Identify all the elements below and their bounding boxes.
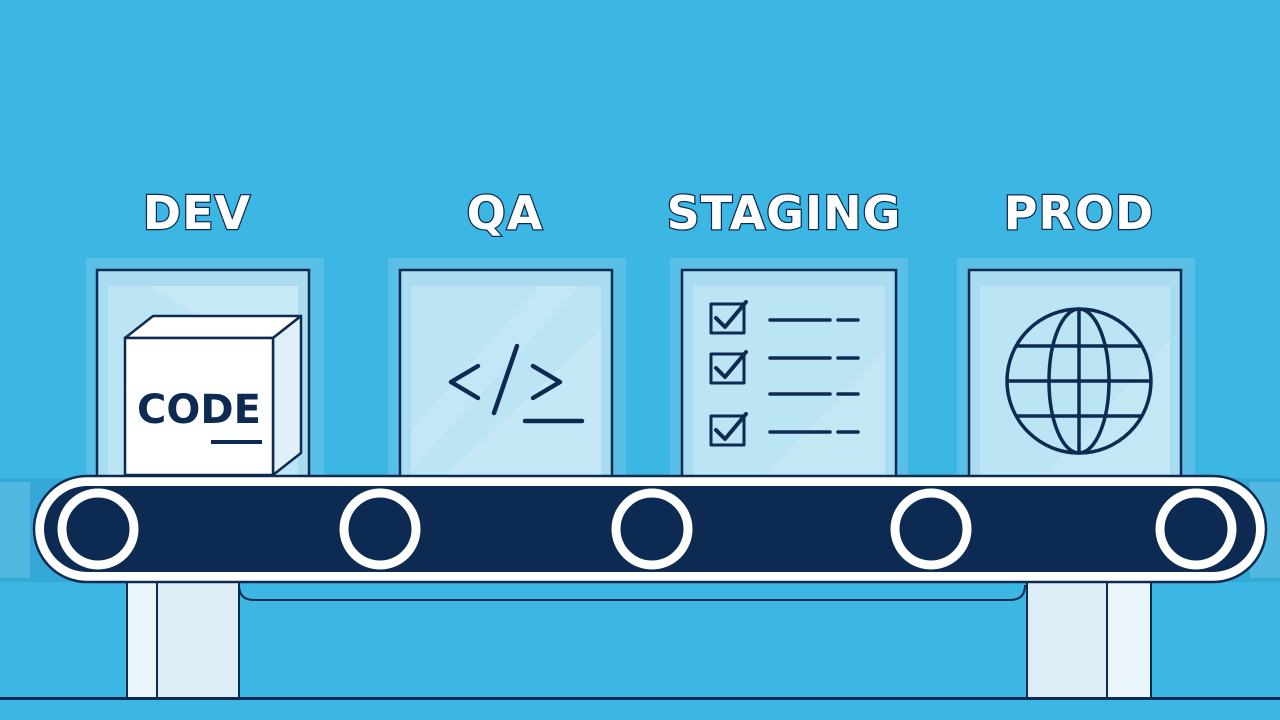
stage-label-dev: DEV xyxy=(142,185,252,242)
stage-panel-prod xyxy=(957,258,1195,482)
stage-panel-staging xyxy=(670,258,908,482)
conveyor-legs xyxy=(0,581,1280,700)
code-brackets-icon xyxy=(448,343,585,424)
stage-label-prod: PROD xyxy=(1003,185,1155,242)
roller-5 xyxy=(1155,488,1237,570)
code-box-icon: CODE xyxy=(123,314,303,477)
roller-1 xyxy=(57,488,139,570)
conveyor-rollers xyxy=(57,488,1237,570)
roller-3 xyxy=(611,488,693,570)
code-box-text: CODE xyxy=(137,387,261,433)
roller-2 xyxy=(339,488,421,570)
globe-icon xyxy=(1005,307,1153,455)
checklist-icon xyxy=(709,300,860,447)
roller-4 xyxy=(890,488,972,570)
stage-label-qa: QA xyxy=(465,185,544,242)
stage-label-staging: STAGING xyxy=(665,185,902,242)
